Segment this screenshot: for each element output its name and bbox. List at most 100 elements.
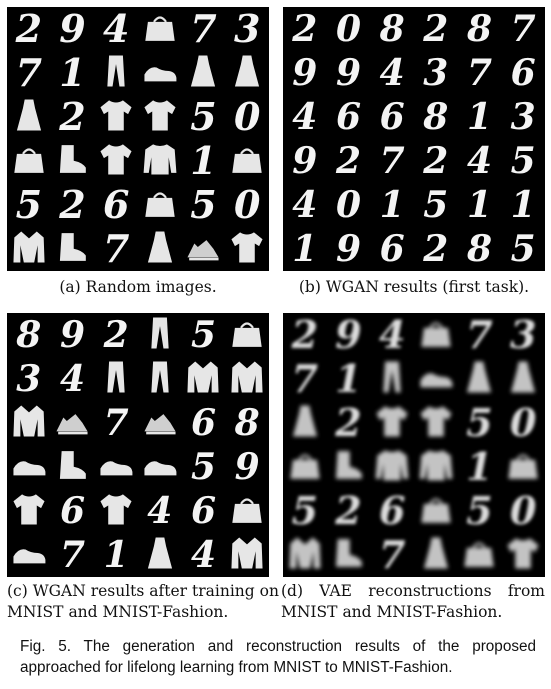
panel-c-cell-r2c6 [225, 357, 269, 401]
digit-glyph: 7 [466, 52, 493, 94]
sneaker-icon [10, 446, 48, 489]
panel-a-cell-r5c5: 5 [182, 183, 226, 227]
coat-icon [184, 358, 222, 401]
panel-b-cell-r5c3: 1 [370, 183, 414, 227]
digit-glyph: 2 [335, 401, 362, 445]
digit-glyph: 1 [466, 445, 493, 489]
panel-d-cell-r6c4 [414, 533, 458, 577]
panel-d-cell-r2c2: 1 [327, 357, 371, 401]
panel-a-cell-r5c6: 0 [225, 183, 269, 227]
digit-glyph: 8 [423, 96, 449, 138]
panel-d-cell-r3c4 [414, 401, 458, 445]
bag-icon [286, 446, 324, 489]
digit-glyph: 1 [335, 357, 362, 401]
panel-a-cell-r6c6 [225, 227, 269, 271]
panel-b-cell-r1c3: 8 [370, 7, 414, 51]
digit-glyph: 9 [234, 446, 260, 488]
panel-b-cell-r4c5: 4 [458, 139, 502, 183]
boot-icon [53, 228, 91, 271]
pullover-icon [417, 446, 455, 489]
panel-c-cell-r3c3: 7 [94, 401, 138, 445]
digit-glyph: 7 [466, 313, 493, 357]
panel-c-cell-r2c4 [138, 357, 182, 401]
digit-glyph: 8 [234, 402, 260, 444]
sandal-icon [184, 228, 222, 271]
bag-icon [141, 8, 179, 51]
panel-d-cell-r3c2: 2 [327, 401, 371, 445]
digit-glyph: 5 [510, 140, 536, 182]
panel-d-cell-r2c3 [370, 357, 414, 401]
digit-glyph: 5 [190, 95, 217, 139]
panel-c-cell-r6c5: 4 [182, 533, 226, 577]
panel-b-cell-r1c5: 8 [458, 7, 502, 51]
panel-d-cell-r5c4 [414, 489, 458, 533]
coat-icon [10, 228, 48, 271]
panel-a-cell-r2c3 [94, 51, 138, 95]
digit-glyph: 3 [233, 7, 261, 51]
panel-c-cell-r4c1 [7, 445, 51, 489]
dress-icon [417, 534, 455, 577]
sneaker-icon [10, 534, 48, 577]
digit-glyph: 6 [190, 490, 217, 532]
coat-icon [228, 534, 266, 577]
dress-icon [10, 96, 48, 139]
panel-c-cell-r3c6: 8 [225, 401, 269, 445]
trouser-icon [141, 358, 179, 401]
shirt-icon [97, 140, 135, 183]
panel-c-cell-r3c2 [51, 401, 95, 445]
digit-glyph: 1 [292, 228, 318, 270]
digit-glyph: 0 [233, 95, 261, 139]
digit-glyph: 2 [59, 183, 86, 227]
digit-glyph: 2 [423, 228, 449, 270]
digit-glyph: 7 [102, 227, 130, 271]
sneaker-icon [141, 52, 179, 95]
digit-glyph: 0 [233, 183, 261, 227]
panel-a-cell-r1c6: 3 [225, 7, 269, 51]
sneaker-icon [97, 446, 135, 489]
panel-b-cell-r6c2: 9 [327, 227, 371, 271]
panel-d-cell-r1c6: 3 [501, 313, 545, 357]
digit-glyph: 6 [378, 489, 406, 533]
panel-c-cell-r1c3: 2 [94, 313, 138, 357]
digit-glyph: 8 [466, 8, 493, 50]
panel-b-cell-r6c4: 2 [414, 227, 458, 271]
figure-caption: Fig. 5. The generation and reconstructio… [20, 638, 536, 676]
panel-a-cell-r2c5 [182, 51, 226, 95]
panel-d-cell-r3c6: 0 [501, 401, 545, 445]
panel-c-cell-r4c4 [138, 445, 182, 489]
panel-d-caption: (d) VAE reconstructions from MNIST and M… [281, 581, 545, 623]
panel-c-cell-r5c2: 6 [51, 489, 95, 533]
digit-glyph: 4 [102, 7, 130, 51]
panel-c-caption: (c) WGAN results after training on MNIST… [7, 581, 279, 623]
panel-b-cell-r4c1: 9 [283, 139, 327, 183]
digit-glyph: 1 [466, 184, 493, 226]
panel-b-cell-r3c1: 4 [283, 95, 327, 139]
panel-a-cell-r5c2: 2 [51, 183, 95, 227]
digit-glyph: 9 [335, 52, 362, 94]
trouser-icon [97, 358, 135, 401]
digit-glyph: 1 [379, 184, 405, 226]
digit-glyph: 3 [423, 52, 449, 94]
digit-glyph: 3 [509, 313, 537, 357]
panel-a-cell-r6c3: 7 [94, 227, 138, 271]
digit-glyph: 9 [335, 228, 362, 270]
panel-a-caption: (a) Random images. [59, 278, 217, 296]
digit-glyph: 2 [423, 8, 449, 50]
digit-glyph: 9 [292, 52, 318, 94]
panel-c-cell-r5c4: 4 [138, 489, 182, 533]
panel-b-cell-r5c5: 1 [458, 183, 502, 227]
shirt-icon [417, 402, 455, 445]
digit-glyph: 2 [103, 314, 129, 356]
panel-d-cell-r3c3 [370, 401, 414, 445]
digit-glyph: 4 [379, 52, 405, 94]
panel-c-cell-r4c6: 9 [225, 445, 269, 489]
digit-glyph: 1 [103, 534, 129, 576]
digit-glyph: 7 [59, 534, 86, 576]
panel-a-cell-r3c1 [7, 95, 51, 139]
dress-icon [460, 358, 498, 401]
panel-a-cell-r3c2: 2 [51, 95, 95, 139]
shirt-icon [373, 402, 411, 445]
digit-glyph: 7 [190, 7, 217, 51]
